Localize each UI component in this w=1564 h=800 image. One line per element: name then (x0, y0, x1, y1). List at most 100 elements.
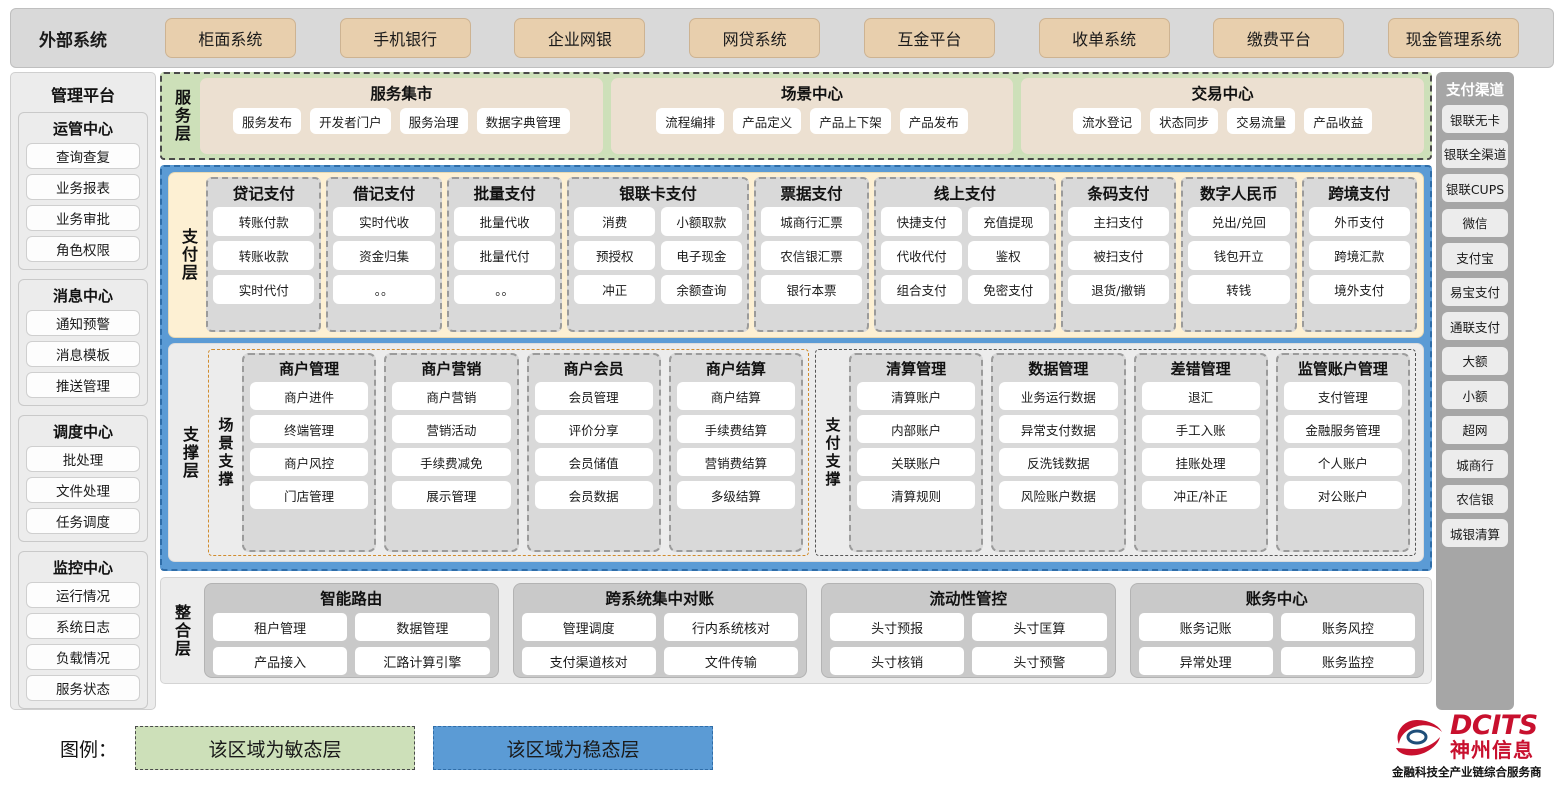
payment-item[interactable]: 被扫支付 (1067, 241, 1170, 270)
payment-item[interactable]: 充值提现 (967, 207, 1049, 236)
service-item[interactable]: 产品定义 (733, 108, 802, 134)
support-item[interactable]: 多级结算 (676, 481, 795, 509)
payment-item[interactable]: 。。 (453, 275, 556, 304)
integration-item[interactable]: 行内系统核对 (663, 613, 798, 641)
support-item[interactable]: 风险账户数据 (999, 481, 1118, 509)
support-item[interactable]: 门店管理 (250, 481, 369, 509)
service-item[interactable]: 服务发布 (233, 108, 302, 134)
support-item[interactable]: 展示管理 (392, 481, 511, 509)
service-item[interactable]: 服务治理 (399, 108, 468, 134)
support-item[interactable]: 内部账户 (857, 415, 976, 443)
support-item[interactable]: 商户风控 (250, 448, 369, 476)
support-item[interactable]: 清算账户 (857, 382, 976, 410)
support-item[interactable]: 反洗钱数据 (999, 448, 1118, 476)
payment-item[interactable]: 快捷支付 (881, 207, 962, 236)
payment-item[interactable]: 预授权 (574, 241, 656, 270)
payment-item[interactable]: 转钱 (1188, 275, 1290, 304)
integration-item[interactable]: 头寸预报 (830, 613, 965, 641)
support-item[interactable]: 对公账户 (1283, 481, 1402, 509)
support-item[interactable]: 支付管理 (1283, 382, 1402, 410)
payment-item[interactable]: 主扫支付 (1067, 207, 1170, 236)
support-item[interactable]: 个人账户 (1283, 448, 1402, 476)
service-item[interactable]: 开发者门户 (310, 108, 391, 134)
integration-item[interactable]: 头寸核销 (830, 647, 965, 675)
management-item[interactable]: 推送管理 (26, 372, 140, 398)
management-item[interactable]: 通知预警 (26, 310, 140, 336)
support-item[interactable]: 会员数据 (534, 481, 653, 509)
payment-item[interactable]: 组合支付 (881, 275, 962, 304)
payment-channel-item[interactable]: 微信 (1442, 208, 1508, 237)
payment-item[interactable]: 农信银汇票 (760, 241, 863, 270)
management-item[interactable]: 服务状态 (26, 675, 140, 701)
payment-channel-item[interactable]: 通联支付 (1442, 312, 1508, 340)
payment-item[interactable]: 小额取款 (661, 207, 742, 236)
payment-item[interactable]: 消费 (574, 207, 656, 236)
support-item[interactable]: 商户结算 (676, 382, 795, 410)
payment-item[interactable]: 余额查询 (661, 275, 742, 304)
support-item[interactable]: 挂账处理 (1141, 448, 1260, 476)
integration-item[interactable]: 产品接入 (213, 647, 348, 675)
management-item[interactable]: 业务审批 (26, 205, 140, 231)
external-system-chip[interactable]: 收单系统 (1038, 18, 1170, 58)
payment-item[interactable]: 银行本票 (760, 275, 863, 304)
payment-channel-item[interactable]: 城商行 (1442, 450, 1508, 478)
service-item[interactable]: 产品发布 (899, 108, 968, 134)
payment-item[interactable]: 批量代付 (453, 241, 556, 270)
payment-item[interactable]: 免密支付 (967, 275, 1049, 304)
integration-item[interactable]: 账务监控 (1280, 647, 1415, 675)
support-item[interactable]: 退汇 (1141, 382, 1260, 410)
service-item[interactable]: 交易流量 (1227, 108, 1296, 134)
integration-item[interactable]: 头寸预警 (972, 647, 1107, 675)
payment-item[interactable]: 批量代收 (453, 207, 556, 236)
service-item[interactable]: 数据字典管理 (476, 108, 570, 134)
support-item[interactable]: 营销费结算 (676, 448, 795, 476)
support-item[interactable]: 业务运行数据 (999, 382, 1118, 410)
external-system-chip[interactable]: 缴费平台 (1213, 18, 1345, 58)
support-item[interactable]: 手续费结算 (676, 415, 795, 443)
external-system-chip[interactable]: 手机银行 (339, 18, 471, 58)
service-item[interactable]: 状态同步 (1150, 108, 1219, 134)
support-item[interactable]: 关联账户 (857, 448, 976, 476)
payment-item[interactable]: 电子现金 (661, 241, 742, 270)
payment-item[interactable]: 资金归集 (333, 241, 435, 270)
payment-channel-item[interactable]: 小额 (1442, 381, 1508, 409)
support-item[interactable]: 金融服务管理 (1283, 415, 1402, 443)
service-item[interactable]: 产品上下架 (810, 108, 891, 134)
integration-item[interactable]: 文件传输 (663, 647, 798, 675)
external-system-chip[interactable]: 互金平台 (863, 18, 995, 58)
management-item[interactable]: 负载情况 (26, 644, 140, 670)
payment-item[interactable]: 兑出/兑回 (1188, 207, 1290, 236)
payment-channel-item[interactable]: 银联CUPS (1442, 174, 1508, 202)
external-system-chip[interactable]: 企业网银 (514, 18, 646, 58)
payment-item[interactable]: 。。 (333, 275, 435, 304)
integration-item[interactable]: 租户管理 (213, 613, 348, 641)
payment-item[interactable]: 钱包开立 (1188, 241, 1290, 270)
external-system-chip[interactable]: 网贷系统 (689, 18, 821, 58)
payment-item[interactable]: 城商行汇票 (760, 207, 863, 236)
management-item[interactable]: 批处理 (26, 446, 140, 472)
integration-item[interactable]: 异常处理 (1138, 647, 1273, 675)
service-item[interactable]: 流程编排 (656, 108, 725, 134)
external-system-chip[interactable]: 现金管理系统 (1388, 18, 1520, 58)
payment-item[interactable]: 代收代付 (881, 241, 962, 270)
payment-channel-item[interactable]: 农信银 (1442, 484, 1508, 513)
management-item[interactable]: 任务调度 (26, 508, 140, 534)
payment-item[interactable]: 转账付款 (213, 207, 315, 236)
payment-channel-item[interactable]: 易宝支付 (1442, 277, 1508, 306)
management-item[interactable]: 系统日志 (26, 613, 140, 639)
support-item[interactable]: 终端管理 (250, 415, 369, 443)
payment-channel-item[interactable]: 银联无卡 (1442, 105, 1508, 133)
payment-item[interactable]: 外币支付 (1308, 207, 1410, 236)
support-item[interactable]: 会员储值 (534, 448, 653, 476)
support-item[interactable]: 商户营销 (392, 382, 511, 410)
management-item[interactable]: 查询查复 (26, 143, 140, 169)
service-item[interactable]: 流水登记 (1073, 108, 1142, 134)
support-item[interactable]: 手工入账 (1141, 415, 1260, 443)
support-item[interactable]: 清算规则 (857, 481, 976, 509)
support-item[interactable]: 冲正/补正 (1141, 481, 1260, 509)
payment-channel-item[interactable]: 银联全渠道 (1442, 139, 1508, 168)
payment-item[interactable]: 退货/撤销 (1067, 275, 1170, 304)
integration-item[interactable]: 账务风控 (1280, 613, 1415, 641)
support-item[interactable]: 商户进件 (250, 382, 369, 410)
service-item[interactable]: 产品收益 (1304, 108, 1373, 134)
